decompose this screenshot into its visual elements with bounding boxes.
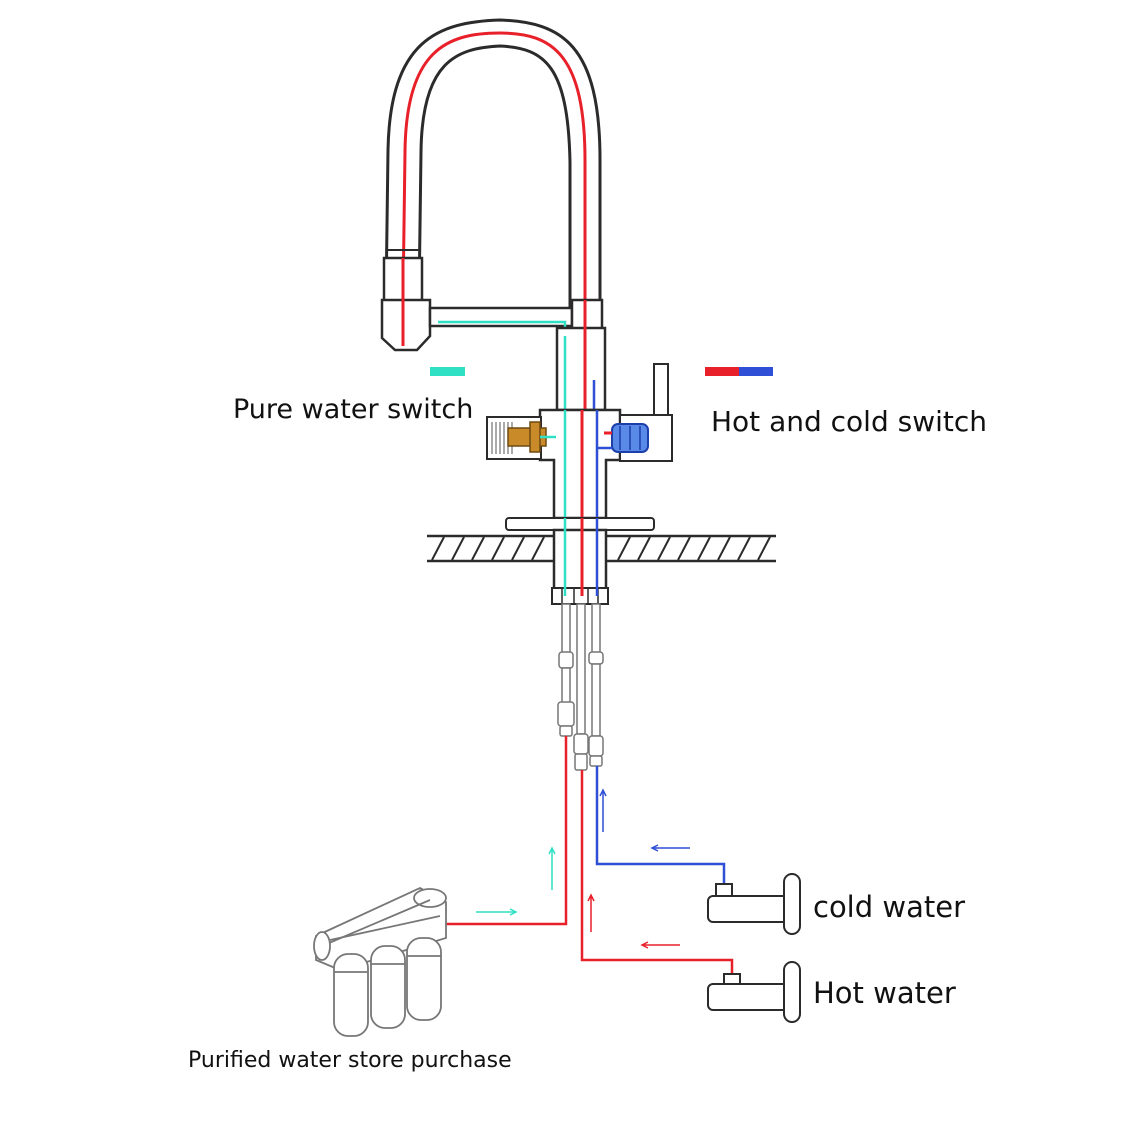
cold-swatch xyxy=(739,367,773,376)
spray-head xyxy=(380,256,432,352)
faucet-body xyxy=(555,298,607,412)
hot-and-cold-switch-label: Hot and cold switch xyxy=(711,405,988,438)
hot-water-valve xyxy=(707,961,801,1023)
gooseneck-spout xyxy=(384,18,602,310)
supply-pipes xyxy=(442,736,734,976)
supply-hoses xyxy=(557,603,604,771)
hot-swatch xyxy=(705,367,739,376)
pure-water-switch-label: Pure water switch xyxy=(233,394,474,425)
flow-arrows xyxy=(476,788,690,949)
cold-water-valve xyxy=(707,873,801,935)
pure-water-swatch xyxy=(430,367,465,376)
cold-water-label: cold water xyxy=(813,890,965,924)
water-purifier xyxy=(313,886,447,1037)
hot-water-label: Hot water xyxy=(813,976,956,1010)
purified-water-label: Purified water store purchase xyxy=(188,1048,512,1073)
hot-cold-lever xyxy=(597,363,673,462)
deck-plate xyxy=(505,517,655,531)
valve-block xyxy=(538,408,622,520)
faucet-shank xyxy=(551,518,609,605)
pure-water-lever xyxy=(486,416,556,460)
faucet-arm xyxy=(428,306,574,336)
